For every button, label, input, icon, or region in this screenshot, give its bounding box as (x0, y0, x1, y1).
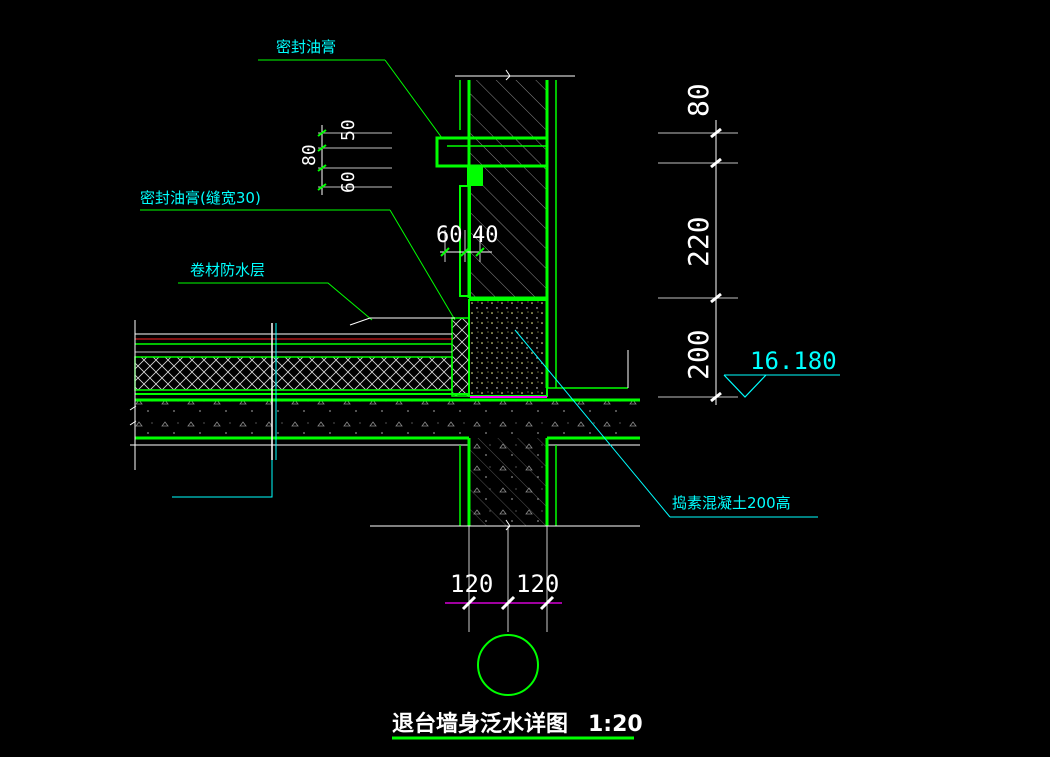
dim-right-80: 80 (682, 83, 715, 117)
elevation-value: 16.180 (750, 347, 837, 375)
dim-mid-40: 40 (472, 223, 499, 248)
dims-bottom (445, 526, 562, 632)
dim-bottom-120b: 120 (516, 570, 559, 598)
section-cut-line (172, 323, 277, 498)
dim-mid-60: 60 (436, 223, 463, 248)
dim-left-80: 80 (299, 144, 320, 166)
drawing-scale: 1:20 (588, 712, 643, 737)
dim-bottom-120a: 120 (450, 570, 493, 598)
leader-concrete (514, 329, 818, 518)
label-membrane: 卷材防水层 (190, 261, 265, 279)
dim-right-220: 220 (682, 216, 715, 267)
elevation-marker (723, 374, 840, 398)
dim-left-60: 60 (338, 171, 359, 193)
dims-left (317, 125, 392, 195)
flashing-cap (435, 136, 549, 300)
leader-sealant-top (258, 59, 443, 139)
upper-wall (455, 69, 575, 388)
dim-left-50: 50 (338, 119, 359, 141)
leader-sealant-gap (140, 209, 456, 321)
roof-layers (134, 333, 547, 398)
label-sealant-gap: 密封油膏(缝宽30) (140, 189, 261, 207)
lower-wall (370, 438, 640, 531)
concrete-upstand (451, 299, 548, 397)
leader-membrane (178, 282, 455, 326)
axis-bubble (477, 634, 539, 696)
dims-right (658, 120, 738, 405)
dim-right-200: 200 (682, 329, 715, 380)
floor-slab (129, 320, 640, 470)
drawing-title: 退台墙身泛水详图 (392, 711, 568, 737)
label-concrete: 捣素混凝土200高 (672, 494, 791, 512)
dims-mid (440, 230, 492, 262)
label-sealant-top: 密封油膏 (276, 38, 336, 56)
